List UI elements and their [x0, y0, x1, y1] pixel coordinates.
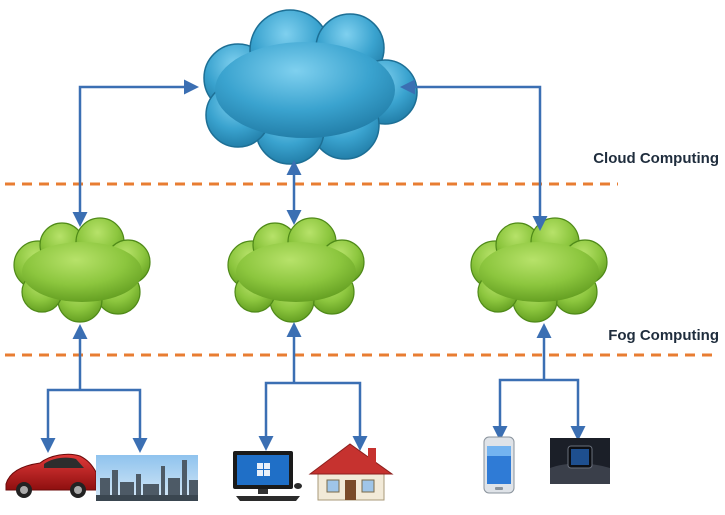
smartphone-icon	[483, 436, 515, 494]
fog-computing-label: Fog Computing	[608, 327, 719, 344]
factory-icon	[96, 455, 198, 501]
cloud-fog-link-right	[400, 79, 548, 231]
smartwatch-icon	[550, 438, 610, 484]
fog-node-right	[470, 217, 608, 323]
fog-node-left	[13, 217, 151, 323]
fog-node-center	[227, 217, 365, 323]
car-icon	[5, 453, 97, 498]
cloud-computing-label: Cloud Computing	[593, 150, 719, 167]
fog-device-links-center	[258, 322, 368, 451]
cloud-fog-link-left	[72, 79, 199, 227]
cloud-node	[203, 9, 418, 165]
fog-device-links-right	[492, 323, 586, 441]
desktop-computer-icon	[233, 451, 302, 501]
fog-device-links-left	[40, 324, 148, 453]
house-icon	[308, 443, 394, 501]
